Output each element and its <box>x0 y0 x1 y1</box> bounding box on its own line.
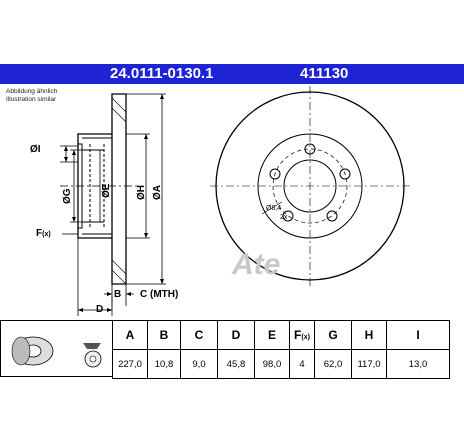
spec-value-b: 10,8 <box>147 349 181 379</box>
label-dia-h: ØH <box>136 185 147 200</box>
spec-header-g: G <box>314 320 352 350</box>
spec-table: A B C D E F(x) G H I 227,0 10,8 9,0 45,8… <box>112 320 450 379</box>
label-hole-count: 2x <box>280 214 288 221</box>
spec-header-a: A <box>112 320 148 350</box>
spec-header-c: C <box>180 320 218 350</box>
disc-thumbnail-icon <box>11 336 102 368</box>
spec-header-f: F(x) <box>289 320 315 350</box>
label-f: F(x) <box>36 228 51 239</box>
spec-value-h: 117,0 <box>351 349 387 379</box>
label-b: B <box>114 289 122 300</box>
spec-value-i: 13,0 <box>386 349 450 379</box>
spec-value-d: 45,8 <box>217 349 255 379</box>
spec-header-b: B <box>147 320 181 350</box>
spec-value-f: 4 <box>289 349 315 379</box>
technical-drawing: Ate <box>60 86 410 316</box>
spec-value-row: 227,0 10,8 9,0 45,8 98,0 4 62,0 117,0 13… <box>112 349 450 379</box>
spec-header-d: D <box>217 320 255 350</box>
spec-header-row: A B C D E F(x) G H I <box>112 320 450 350</box>
label-dia-g: ØG <box>62 188 73 204</box>
label-f-sub: (x) <box>42 231 51 238</box>
label-c-mth: C (MTH) <box>140 289 179 300</box>
spec-value-e: 98,0 <box>254 349 290 379</box>
label-hole-diameter: Ø8,4 <box>266 205 282 212</box>
disc-front-view <box>210 86 410 286</box>
dimension-lines <box>60 93 166 316</box>
thumbnail-area <box>0 320 112 377</box>
label-dia-a: ØA <box>152 185 163 200</box>
spec-header-f-sub: (x) <box>301 334 310 341</box>
spec-header-e: E <box>254 320 290 350</box>
illustration-note: Abbildung ähnlich Illustration similar <box>6 88 57 104</box>
label-f-text: F <box>36 228 43 239</box>
note-line-german: Abbildung ähnlich <box>6 88 58 95</box>
spec-value-g: 62,0 <box>314 349 352 379</box>
label-dia-e: ØE <box>101 183 112 198</box>
label-dia-i: ØI <box>30 144 41 155</box>
spec-value-c: 9,0 <box>180 349 218 379</box>
part-number: 24.0111-0130.1 <box>110 65 214 82</box>
note-line-english: Illustration similar <box>6 96 57 103</box>
label-d: D <box>96 304 104 315</box>
spec-value-a: 227,0 <box>112 349 148 379</box>
spec-header-f-text: F <box>294 328 302 342</box>
spec-header-h: H <box>351 320 387 350</box>
ate-logo: Ate <box>231 248 280 281</box>
spec-header-i: I <box>386 320 450 350</box>
reference-number: 411130 <box>300 65 349 82</box>
title-bar: 24.0111-0130.1 411130 <box>0 64 464 84</box>
